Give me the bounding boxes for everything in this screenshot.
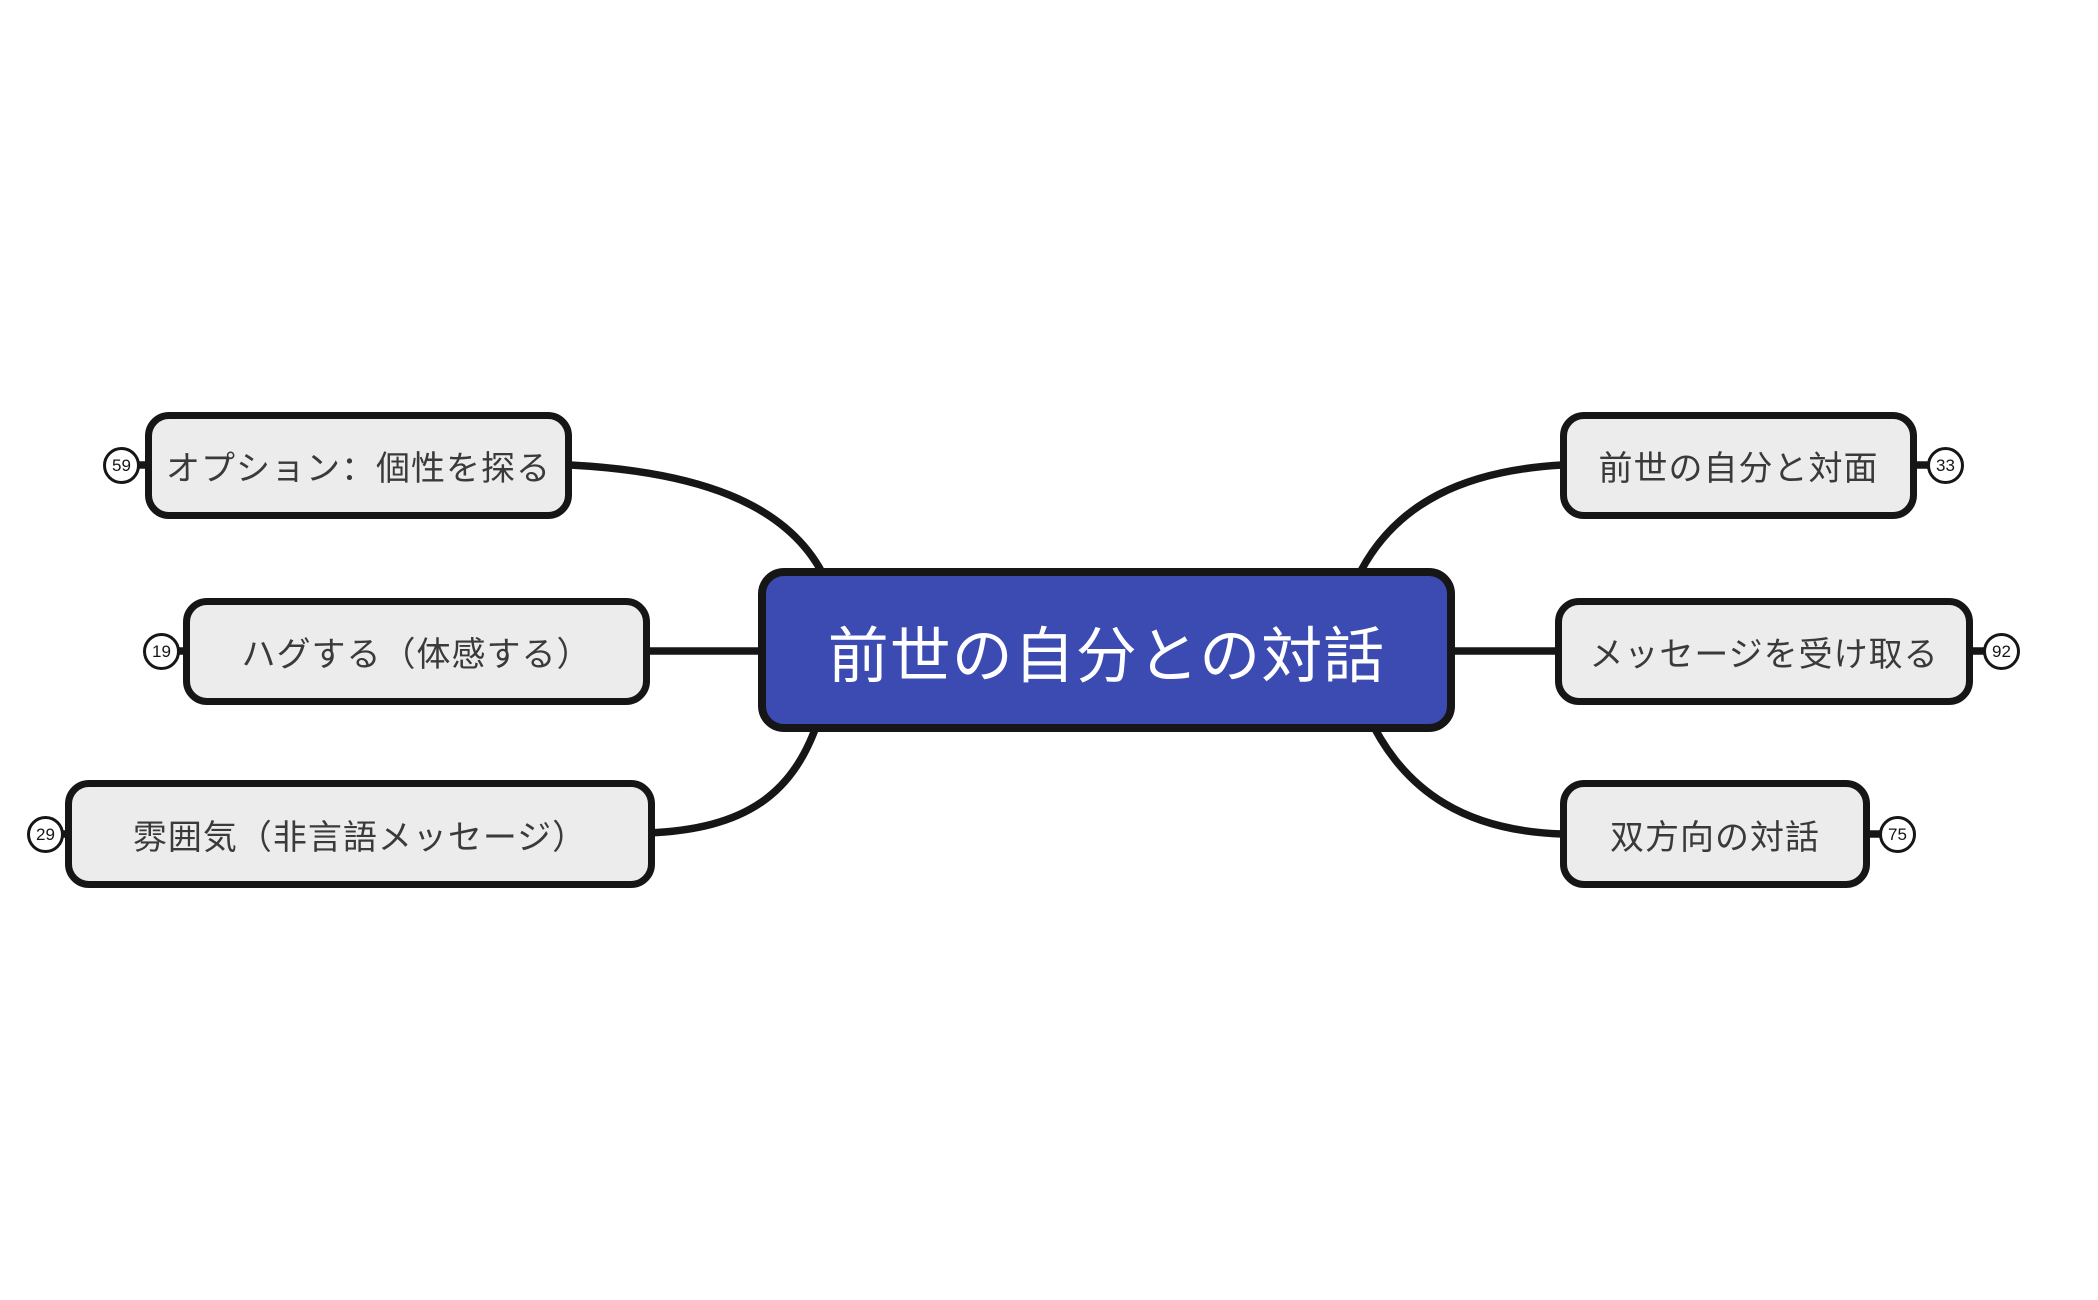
connector-top-right [1348,461,1566,594]
collapsed-count-badge-hug[interactable]: 19 [143,633,180,670]
collapsed-count-badge-option[interactable]: 59 [103,447,140,484]
collapsed-count-badge-atmosphere[interactable]: 29 [27,816,64,853]
mindmap-root-node[interactable]: 前世の自分との対話 [758,568,1455,732]
mindmap-node-receive-message[interactable]: メッセージを受け取る [1555,598,1973,705]
connector-top-left [566,461,834,594]
mindmap-node-hug-feel[interactable]: ハグする（体感する） [183,598,650,705]
collapsed-count-badge-meet[interactable]: 33 [1927,447,1964,484]
collapsed-count-badge-message[interactable]: 92 [1983,633,2020,670]
mindmap-node-option-explore-personality[interactable]: オプション：個性を探る [145,412,572,519]
mindmap-node-atmosphere-nonverbal[interactable]: 雰囲気（非言語メッセージ） [65,780,655,888]
mindmap-node-two-way-dialogue[interactable]: 双方向の対話 [1560,780,1870,888]
collapsed-count-badge-dialogue[interactable]: 75 [1879,816,1916,853]
connector-bottom-right [1364,711,1566,838]
connector-bottom-left [644,711,824,837]
mindmap-node-meet-past-self[interactable]: 前世の自分と対面 [1560,412,1917,519]
